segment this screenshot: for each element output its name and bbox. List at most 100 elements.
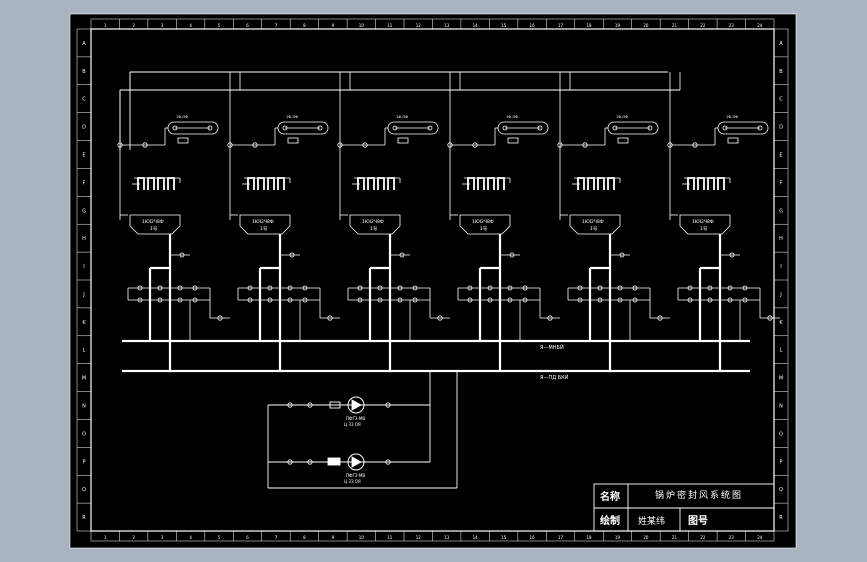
column-label: 3 — [161, 535, 164, 540]
row-label: F — [780, 180, 783, 186]
pump-1-label: ПФГЗ-МВ — [346, 416, 365, 421]
column-label: 6 — [246, 23, 249, 28]
row-label: C — [779, 97, 783, 103]
unit-label: 1号 — [150, 226, 158, 232]
column-label: 9 — [332, 535, 335, 540]
title-name-value: 锅炉密封风系统图 — [655, 489, 743, 501]
row-label: H — [779, 236, 783, 242]
title-name-label: 名称 — [600, 490, 620, 503]
column-label: 11 — [387, 23, 393, 28]
fan-2-icon — [347, 453, 365, 471]
row-label: Q — [82, 487, 86, 493]
pulverizer-label: 1ЮІ2Ч8Ф — [252, 219, 274, 225]
row-label: N — [779, 404, 783, 410]
column-label: 9 — [332, 23, 335, 28]
column-label: 21 — [672, 23, 678, 28]
column-labels: 1122334455667788991010111112121313141415… — [104, 23, 763, 540]
feeder-label: 1Ф-ПФ — [396, 115, 408, 119]
row-label: P — [779, 459, 782, 465]
column-label: 11 — [387, 535, 393, 540]
title-figno-label: 图号 — [688, 515, 708, 527]
title-block — [593, 483, 775, 532]
pulverizer-label: 1ЮІ2Ч8Ф — [362, 219, 384, 225]
row-label: J — [779, 292, 781, 298]
column-label: 17 — [558, 23, 564, 28]
row-label: N — [82, 404, 86, 410]
fan-pump-section — [267, 371, 458, 489]
column-label: 2 — [132, 23, 135, 28]
column-label: 4 — [189, 535, 192, 540]
column-label: 22 — [700, 535, 706, 540]
pump-valves — [287, 402, 391, 465]
column-label: 7 — [275, 535, 278, 540]
feeder-label: 1Ф-ПФ — [726, 115, 738, 119]
column-label: 22 — [700, 23, 706, 28]
column-label: 18 — [586, 535, 592, 540]
pulverizer-label: 1ЮІ2Ч8Ф — [142, 219, 164, 225]
column-label: 14 — [473, 23, 479, 28]
unit-label: 1号 — [370, 226, 378, 232]
row-label: Q — [779, 487, 783, 493]
column-label: 3 — [161, 23, 164, 28]
column-label: 8 — [303, 23, 306, 28]
column-label: 4 — [189, 23, 192, 28]
column-label: 19 — [615, 23, 621, 28]
valve-icon — [385, 402, 391, 408]
column-label: 20 — [643, 23, 649, 28]
row-label: K — [779, 320, 783, 326]
mill-units: 1ЮІ2Ч8Ф1号1Ф-ПФ1ЮІ2Ч8Ф1号1Ф-ПФ1ЮІ2Ч8Ф1号1Ф-… — [117, 72, 780, 371]
column-label: 15 — [501, 535, 507, 540]
title-drawn-value: 姓某纬 — [638, 515, 665, 527]
row-label: O — [82, 431, 86, 437]
feeder-label: 1Ф-ПФ — [506, 115, 518, 119]
row-label: J — [82, 292, 84, 298]
column-label: 24 — [757, 535, 763, 540]
row-label: R — [779, 515, 783, 521]
column-label: 1 — [104, 535, 107, 540]
column-label: 8 — [303, 535, 306, 540]
row-label: B — [779, 69, 783, 75]
row-label: I — [83, 264, 84, 270]
column-label: 13 — [444, 535, 450, 540]
pump-2-sublabel: Ц ЗЗ ОЯ — [344, 479, 361, 484]
column-label: 18 — [586, 23, 592, 28]
column-label: 10 — [359, 23, 365, 28]
row-label: L — [83, 348, 86, 354]
column-label: 19 — [615, 535, 621, 540]
pulverizer-label: 1ЮІ2Ч8Ф — [582, 219, 604, 225]
column-label: 23 — [729, 23, 735, 28]
column-label: 2 — [132, 535, 135, 540]
row-label: F — [83, 180, 86, 186]
column-label: 15 — [501, 23, 507, 28]
row-label: D — [779, 125, 783, 131]
row-label: E — [779, 153, 782, 159]
column-label: 23 — [729, 535, 735, 540]
title-drawn-label: 绘制 — [600, 514, 620, 527]
column-label: 12 — [416, 23, 422, 28]
pulverizer-label: 1ЮІ2Ч8Ф — [472, 219, 494, 225]
column-label: 17 — [558, 535, 564, 540]
fan-1-icon — [347, 396, 365, 414]
column-label: 6 — [246, 535, 249, 540]
row-label: E — [82, 153, 85, 159]
unit-label: 1号 — [590, 226, 598, 232]
main-lines — [122, 339, 750, 373]
column-label: 12 — [416, 535, 422, 540]
valve-icon — [307, 459, 313, 465]
valve-icon — [287, 402, 293, 408]
column-label: 16 — [530, 535, 536, 540]
column-label: 24 — [757, 23, 763, 28]
row-label: K — [82, 320, 86, 326]
row-label: P — [82, 459, 85, 465]
row-label: A — [779, 41, 783, 47]
row-label: M — [82, 376, 86, 382]
unit-label: 1号 — [260, 226, 268, 232]
row-label: C — [82, 97, 86, 103]
column-label: 16 — [530, 23, 536, 28]
feeder-label: 1Ф-ПФ — [286, 115, 298, 119]
column-label: 14 — [473, 535, 479, 540]
